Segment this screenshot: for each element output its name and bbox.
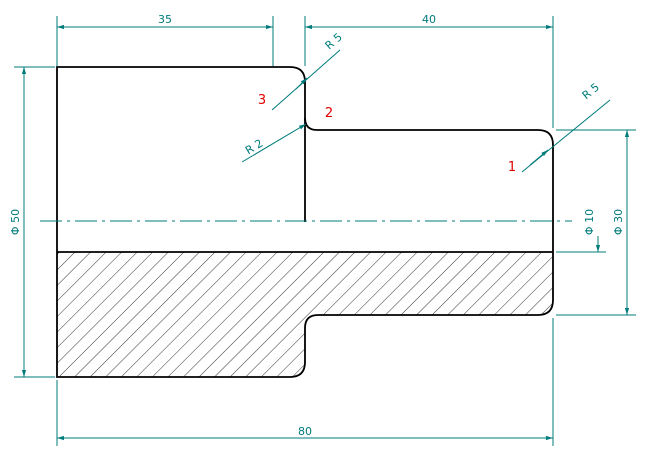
marker-2: 2 [325,106,333,121]
marker-3: 3 [258,93,266,108]
dim-radius-fillet: R 2 [243,137,265,157]
dim-length-right: 40 [422,13,436,26]
dim-radius-right: R 5 [580,81,602,103]
marker-1: 1 [508,160,516,175]
section-hatch [57,252,553,377]
dim-length-left: 35 [158,13,172,26]
dim-diameter-outer: Φ 50 [9,209,22,235]
dim-length-total: 80 [298,425,312,438]
dim-diameter-mid: Φ 30 [612,209,625,235]
dim-radius-top: R 5 [323,31,345,53]
dimension-lines [14,16,636,446]
dim-diameter-bore: Φ 10 [583,209,596,235]
